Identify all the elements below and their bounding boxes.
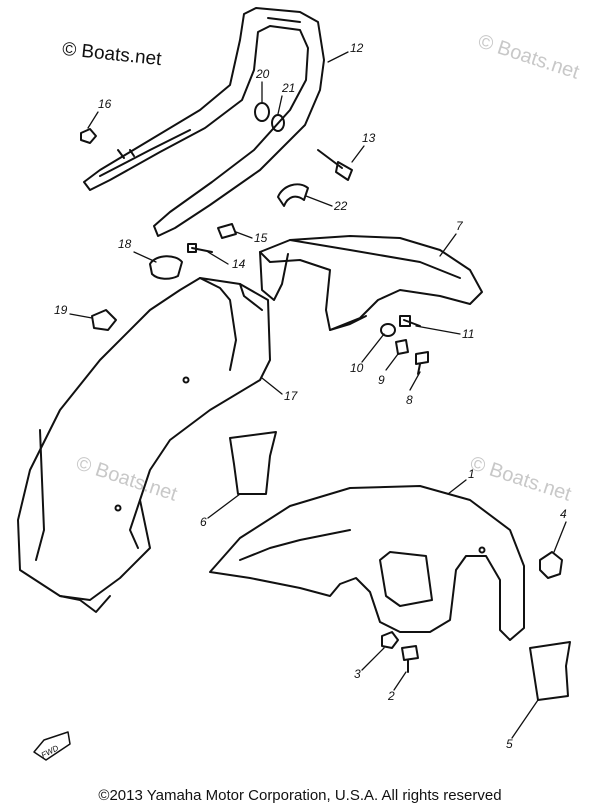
rear-fender bbox=[17, 277, 271, 613]
front-fender-rear-section bbox=[259, 235, 483, 331]
callout-8: 8 bbox=[406, 393, 413, 407]
callout-9: 9 bbox=[378, 373, 385, 387]
bolt-8 bbox=[415, 351, 429, 375]
callout-4: 4 bbox=[560, 507, 567, 521]
leader-lines bbox=[69, 51, 567, 739]
callout-13: 13 bbox=[362, 131, 376, 145]
callout-3: 3 bbox=[354, 667, 361, 681]
washer-21 bbox=[271, 114, 285, 132]
grab-rail bbox=[83, 7, 325, 237]
callout-22: 22 bbox=[333, 199, 348, 213]
callout-1: 1 bbox=[468, 467, 475, 481]
callout-labels: 12 20 21 16 13 22 15 18 14 7 19 11 10 9 … bbox=[40, 41, 567, 760]
bolt-2 bbox=[401, 645, 419, 673]
bolt-13 bbox=[317, 149, 353, 181]
callout-19: 19 bbox=[54, 303, 68, 317]
bolt-11 bbox=[399, 315, 421, 327]
grommet-9 bbox=[395, 339, 409, 355]
callout-2: 2 bbox=[387, 689, 395, 703]
clamp-22 bbox=[277, 183, 309, 207]
pad-5 bbox=[529, 641, 571, 701]
callout-18: 18 bbox=[118, 237, 132, 251]
front-fender bbox=[209, 485, 525, 641]
callout-21: 21 bbox=[281, 81, 295, 95]
pad-6 bbox=[229, 431, 277, 495]
clip-4 bbox=[539, 551, 563, 579]
callout-15: 15 bbox=[254, 231, 268, 245]
washer-20 bbox=[254, 102, 270, 122]
nut-19 bbox=[91, 309, 117, 331]
copyright-notice: ©2013 Yamaha Motor Corporation, U.S.A. A… bbox=[98, 787, 502, 804]
callout-7: 7 bbox=[456, 219, 464, 233]
callout-17: 17 bbox=[284, 389, 299, 403]
nut-3 bbox=[381, 631, 399, 649]
callout-5: 5 bbox=[506, 737, 513, 751]
callout-11: 11 bbox=[462, 327, 474, 341]
callout-12: 12 bbox=[350, 41, 364, 55]
nut-16 bbox=[80, 128, 97, 144]
grommet-18 bbox=[149, 255, 183, 280]
callout-16: 16 bbox=[98, 97, 112, 111]
bolt-14 bbox=[187, 243, 213, 253]
callout-14: 14 bbox=[232, 257, 246, 271]
callout-10: 10 bbox=[350, 361, 364, 375]
fwd-arrow bbox=[33, 731, 71, 761]
callout-20: 20 bbox=[255, 67, 270, 81]
callout-6: 6 bbox=[200, 515, 207, 529]
bracket-15 bbox=[217, 223, 237, 239]
washer-10 bbox=[380, 323, 396, 337]
